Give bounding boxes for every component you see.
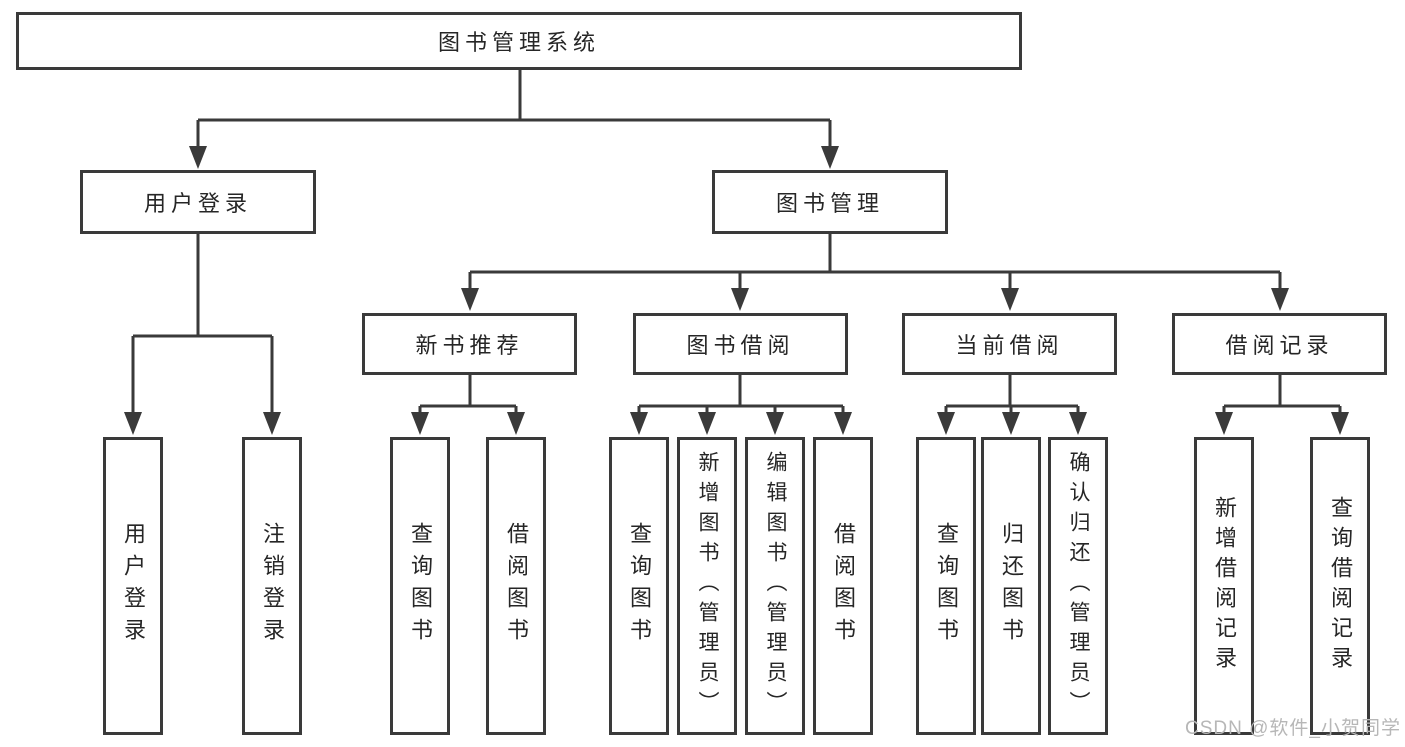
node-book-borrow: 图书借阅 bbox=[633, 313, 848, 375]
leaf-label: 查询图书 bbox=[408, 522, 433, 650]
node-user-login-label: 用户登录 bbox=[143, 191, 252, 216]
leaf-label: 新增借阅记录 bbox=[1212, 496, 1237, 676]
leaf-label: 注销登录 bbox=[260, 522, 285, 650]
leaf-label: 查询图书 bbox=[627, 522, 652, 650]
leaf-query-borrow-record: 查询借阅记录 bbox=[1310, 437, 1370, 735]
leaf-user-login: 用户登录 bbox=[103, 437, 163, 735]
leaf-return-books: 归还图书 bbox=[981, 437, 1041, 735]
leaf-query-books-2: 查询图书 bbox=[609, 437, 669, 735]
node-current-borrow: 当前借阅 bbox=[902, 313, 1117, 375]
node-book-management-label: 图书管理 bbox=[775, 191, 884, 216]
leaf-label: 新增图书（管理员） bbox=[696, 451, 719, 721]
node-new-book-recommend-label: 新书推荐 bbox=[415, 333, 524, 358]
leaf-add-borrow-record: 新增借阅记录 bbox=[1194, 437, 1254, 735]
node-new-book-recommend: 新书推荐 bbox=[362, 313, 577, 375]
leaf-label: 归还图书 bbox=[999, 522, 1024, 650]
leaf-label: 借阅图书 bbox=[831, 522, 856, 650]
node-root: 图书管理系统 bbox=[16, 12, 1022, 70]
leaf-query-books-3: 查询图书 bbox=[916, 437, 976, 735]
leaf-add-books-admin: 新增图书（管理员） bbox=[677, 437, 737, 735]
leaf-label: 借阅图书 bbox=[504, 522, 529, 650]
leaf-borrow-books-2: 借阅图书 bbox=[813, 437, 873, 735]
leaf-label: 确认归还（管理员） bbox=[1067, 451, 1090, 721]
node-current-borrow-label: 当前借阅 bbox=[955, 333, 1064, 358]
leaf-label: 查询图书 bbox=[934, 522, 959, 650]
csdn-watermark: CSDN @软件_小贺同学 bbox=[1185, 718, 1401, 739]
leaf-label: 用户登录 bbox=[121, 522, 146, 650]
leaf-query-books-1: 查询图书 bbox=[390, 437, 450, 735]
leaf-borrow-books-1: 借阅图书 bbox=[486, 437, 546, 735]
leaf-confirm-return-admin: 确认归还（管理员） bbox=[1048, 437, 1108, 735]
node-book-management: 图书管理 bbox=[712, 170, 948, 234]
node-book-borrow-label: 图书借阅 bbox=[686, 333, 795, 358]
leaf-edit-books-admin: 编辑图书（管理员） bbox=[745, 437, 805, 735]
leaf-label: 查询借阅记录 bbox=[1328, 496, 1353, 676]
node-user-login: 用户登录 bbox=[80, 170, 316, 234]
node-borrow-records-label: 借阅记录 bbox=[1225, 333, 1334, 358]
leaf-label: 编辑图书（管理员） bbox=[764, 451, 787, 721]
leaf-logout: 注销登录 bbox=[242, 437, 302, 735]
node-borrow-records: 借阅记录 bbox=[1172, 313, 1387, 375]
node-root-label: 图书管理系统 bbox=[437, 30, 600, 55]
